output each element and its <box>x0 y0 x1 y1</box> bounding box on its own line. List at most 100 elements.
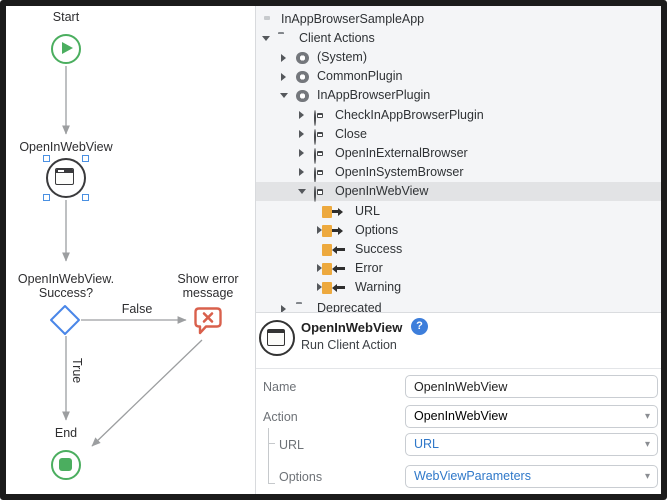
chevron-right-icon[interactable] <box>299 168 304 176</box>
false-branch-label: False <box>121 302 153 316</box>
decision-label-line2: Success? <box>38 286 94 300</box>
action-dropdown[interactable]: OpenInWebView ▾ <box>405 405 658 428</box>
browser-window-icon <box>55 168 74 185</box>
chevron-down-icon[interactable] <box>298 189 306 194</box>
tree-item-label: Client Actions <box>299 31 375 45</box>
url-dropdown-value: URL <box>414 437 440 451</box>
tree-item-openinwebview[interactable]: OpenInWebView <box>256 182 661 202</box>
chevron-right-icon[interactable] <box>281 53 286 62</box>
selection-handle[interactable] <box>82 194 89 201</box>
chevron-down-icon: ▾ <box>644 411 650 422</box>
tree-item-openinsystembrowser[interactable]: OpenInSystemBrowser <box>256 163 661 183</box>
chevron-right-icon[interactable] <box>317 283 322 291</box>
url-field-label: URL <box>279 438 305 452</box>
tree-item-label: InAppBrowserSampleApp <box>281 12 425 26</box>
selection-handle[interactable] <box>82 155 89 162</box>
tree-item-client-actions[interactable]: Client Actions <box>256 29 661 48</box>
client-action-icon <box>314 186 316 202</box>
end-node-label: End <box>54 426 78 440</box>
tree-item-label: URL <box>355 203 381 218</box>
chevron-down-icon: ▾ <box>644 471 650 482</box>
flow-connectors <box>50 66 203 447</box>
action-module-icon <box>296 51 309 64</box>
tree-item-label: Close <box>335 126 367 141</box>
client-action-icon-large <box>259 320 295 356</box>
action-field-label: Action <box>263 410 298 424</box>
tree-item-label: OpenInSystemBrowser <box>335 164 464 179</box>
tree-item-openinexternalbrowser[interactable]: OpenInExternalBrowser <box>256 144 661 164</box>
tree-item-system[interactable]: (System) <box>256 48 661 67</box>
options-dropdown[interactable]: WebViewParameters ▾ <box>405 465 658 488</box>
options-dropdown-value: WebViewParameters <box>414 469 531 483</box>
header-divider <box>256 368 661 369</box>
chevron-right-icon[interactable] <box>299 111 304 119</box>
chevron-right-icon[interactable] <box>317 226 322 234</box>
selection-handle[interactable] <box>43 155 50 162</box>
tree-item-inappbrowserplugin[interactable]: InAppBrowserPlugin <box>256 86 661 105</box>
selection-handle[interactable] <box>43 194 50 201</box>
tree-item-deprecated[interactable]: Deprecated <box>256 299 661 312</box>
chevron-down-icon[interactable] <box>280 93 288 98</box>
action-module-icon <box>296 70 309 83</box>
properties-subtitle: Run Client Action <box>301 338 397 352</box>
name-field-label: Name <box>263 380 297 394</box>
chevron-right-icon[interactable] <box>281 304 286 312</box>
decision-label: OpenInWebView. Success? <box>13 272 119 300</box>
tree-item-options-param[interactable]: Options <box>256 221 661 240</box>
right-panel: InAppBrowserSampleApp Client Actions (Sy… <box>256 6 661 494</box>
tree-item-warning-param[interactable]: Warning <box>256 278 661 297</box>
client-action-icon <box>314 166 316 183</box>
tree-item-label: OpenInExternalBrowser <box>335 145 468 160</box>
start-node[interactable] <box>51 34 81 64</box>
chevron-down-icon: ▾ <box>644 439 650 450</box>
tree-item-label: CommonPlugin <box>317 69 403 83</box>
chevron-right-icon[interactable] <box>317 264 322 272</box>
tree-item-label: Error <box>355 260 383 275</box>
error-label-line1: Show error <box>177 272 239 286</box>
help-icon[interactable]: ? <box>411 318 428 335</box>
param-connector-stub <box>268 443 275 444</box>
tree-item-label: Deprecated <box>317 301 382 312</box>
tree-item-checkinappbrowserplugin[interactable]: CheckInAppBrowserPlugin <box>256 106 661 126</box>
options-field-label: Options <box>279 470 323 484</box>
true-branch-label: True <box>70 358 84 384</box>
tree-item-label: Options <box>355 222 399 237</box>
chevron-down-icon[interactable] <box>262 36 270 41</box>
action-dropdown-value: OpenInWebView <box>414 409 508 423</box>
tree-item-success-param[interactable]: Success <box>256 240 661 259</box>
decision-diamond[interactable] <box>50 305 80 335</box>
url-dropdown[interactable]: URL ▾ <box>405 433 658 456</box>
x-icon <box>202 312 214 323</box>
webview-node[interactable] <box>46 158 86 198</box>
flow-canvas[interactable]: Start OpenInWebView OpenInWebView. Succe… <box>6 6 255 494</box>
element-tree[interactable]: InAppBrowserSampleApp Client Actions (Sy… <box>256 6 661 312</box>
tree-item-commonplugin[interactable]: CommonPlugin <box>256 67 661 86</box>
tree-item-label: (System) <box>317 50 367 64</box>
tree-item-close[interactable]: Close <box>256 125 661 145</box>
tree-item-url-param[interactable]: URL <box>256 202 661 221</box>
tree-item-label: InAppBrowserPlugin <box>317 88 431 102</box>
client-action-icon <box>314 128 316 145</box>
error-message-node[interactable] <box>192 305 224 337</box>
start-node-label: Start <box>52 10 80 24</box>
chevron-right-icon[interactable] <box>299 130 304 138</box>
tree-item-label: OpenInWebView <box>335 184 429 198</box>
tree-item-label: CheckInAppBrowserPlugin <box>335 107 484 122</box>
action-module-icon <box>296 89 309 102</box>
client-action-icon <box>314 147 316 164</box>
param-connector-line <box>268 428 269 483</box>
message-bubble-icon <box>194 307 222 335</box>
name-input[interactable] <box>405 375 658 398</box>
end-node[interactable] <box>51 450 81 480</box>
client-action-icon <box>314 109 316 126</box>
properties-header: OpenInWebView Run Client Action ? <box>256 313 661 363</box>
error-node-label: Show error message <box>168 272 248 300</box>
tree-item-app-root[interactable]: InAppBrowserSampleApp <box>256 10 661 29</box>
tree-item-error-param[interactable]: Error <box>256 259 661 278</box>
tree-item-label: Warning <box>355 279 402 294</box>
properties-panel: OpenInWebView Run Client Action ? Name A… <box>256 312 661 494</box>
chevron-right-icon[interactable] <box>299 149 304 157</box>
chevron-right-icon[interactable] <box>281 72 286 81</box>
tree-item-label: Success <box>355 241 403 256</box>
